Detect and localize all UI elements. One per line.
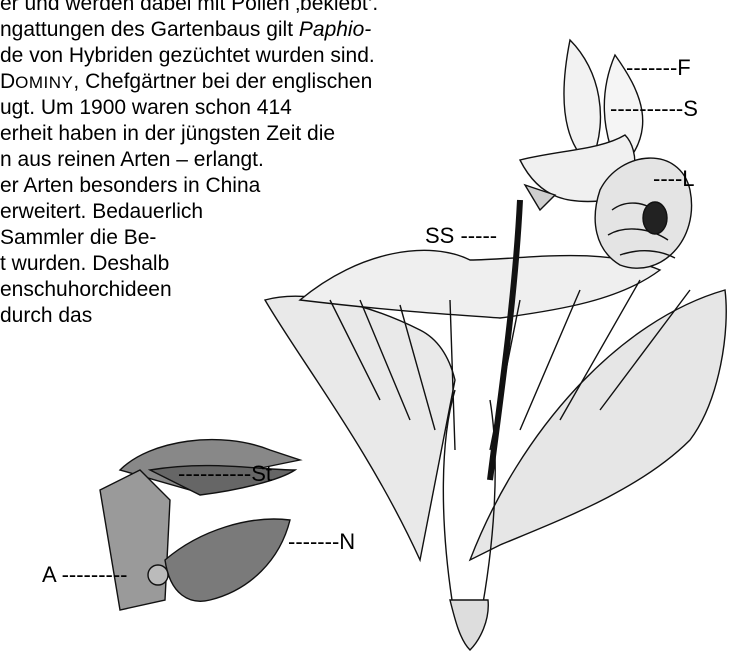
text-line: de von Hybriden gezüchtet wurden sind. [0,44,375,69]
text-line: ngattungen des Gartenbaus gilt Paphio- [0,18,371,43]
text-line: er und werden dabei mit Pollen ‚beklebt‘… [0,0,378,17]
label-l: ----L [653,167,695,191]
text-line: durch das [0,304,92,329]
text-line: erweitert. Bedauerlich [0,200,203,225]
text-line: DOMINY, Chefgärtner bei der englischen [0,70,372,95]
text-line: er Arten besonders in China [0,174,260,199]
label-s: ----------S [610,97,698,121]
text-line: ugt. Um 1900 waren schon 414 [0,96,292,121]
text-line: enschuhorchideen [0,278,172,303]
text-line: erheit haben in der jüngsten Zeit die [0,122,335,147]
label-f: -------F [626,56,691,80]
text-line: n aus reinen Arten – erlangt. [0,148,264,173]
label-a: A --------- [42,563,128,587]
label-ss: SS ----- [425,224,497,248]
label-n: -------N [288,530,355,554]
text-line: Sammler die Be- [0,226,156,251]
label-st: ----------St [178,462,272,486]
text-line: t wurden. Deshalb [0,252,169,277]
